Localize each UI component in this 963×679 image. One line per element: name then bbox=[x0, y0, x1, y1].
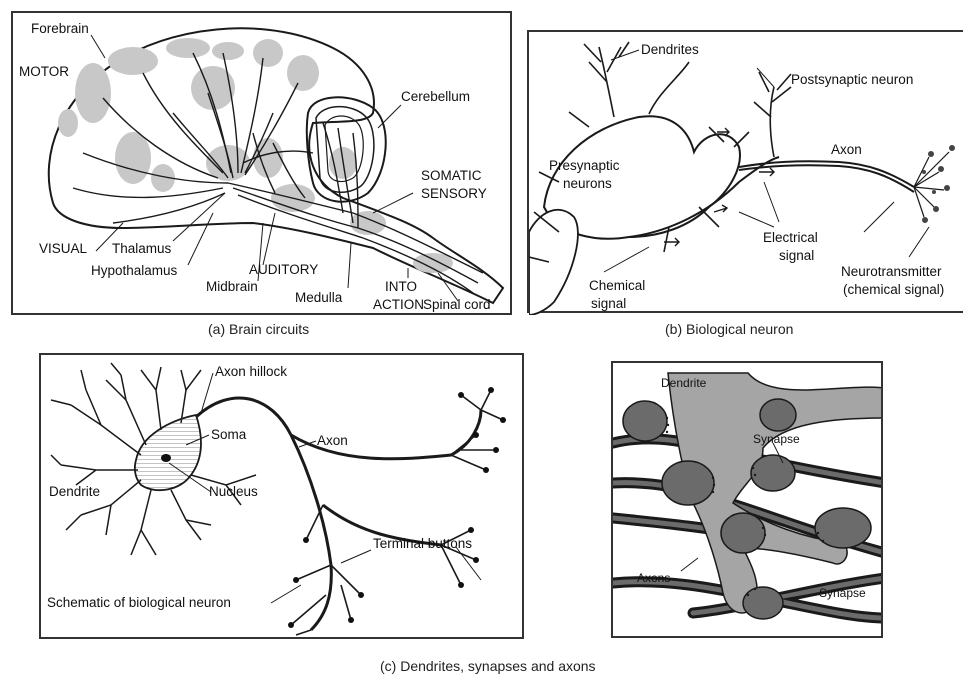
label-soma: Soma bbox=[211, 427, 247, 442]
nucleus-dot bbox=[161, 454, 171, 462]
label-electrical-signal: signal bbox=[779, 248, 814, 263]
caption-dendrites-synapses-axons: (c) Dendrites, synapses and axons bbox=[380, 658, 596, 674]
label-dendrite-d: Dendrite bbox=[661, 376, 707, 390]
label-terminal-buttons: Terminal buttons bbox=[373, 536, 472, 551]
label-thalamus: Thalamus bbox=[112, 241, 172, 256]
label-sensory: SENSORY bbox=[421, 186, 487, 201]
label-chemical-signal: signal bbox=[591, 296, 626, 311]
caption-biological-neuron: (b) Biological neuron bbox=[665, 321, 793, 337]
label-synapse-top: Synapse bbox=[753, 432, 800, 446]
synapse-diagram: Dendrite Synapse Axons Synapse bbox=[613, 363, 883, 638]
schematic-neuron-diagram: Axon hillock Soma Axon Dendrite Nucleus … bbox=[41, 355, 526, 641]
label-neurotransmitter: Neurotransmitter bbox=[841, 264, 942, 279]
label-midbrain: Midbrain bbox=[206, 279, 258, 294]
label-auditory: AUDITORY bbox=[249, 262, 318, 277]
label-dendrites: Dendrites bbox=[641, 42, 699, 57]
soma-shape bbox=[135, 415, 201, 490]
panel-biological-neuron: Dendrites Postsynaptic neuron Presynapti… bbox=[527, 30, 963, 313]
label-medulla: Medulla bbox=[295, 290, 343, 305]
label-synapse-bottom: Synapse bbox=[819, 586, 866, 600]
caption-brain-circuits: (a) Brain circuits bbox=[208, 321, 309, 337]
axon-terminals bbox=[914, 152, 949, 217]
label-somatic: SOMATIC bbox=[421, 168, 482, 183]
label-nucleus: Nucleus bbox=[209, 484, 258, 499]
label-chemical: Chemical bbox=[589, 278, 645, 293]
terminal-button-dots bbox=[288, 387, 506, 628]
label-spinal-cord: Spinal cord bbox=[423, 297, 491, 312]
activation-blobs bbox=[58, 38, 453, 273]
brain-diagram: Forebrain MOTOR Cerebellum SOMATIC SENSO… bbox=[13, 13, 514, 317]
label-dendrite-c: Dendrite bbox=[49, 484, 100, 499]
panel-brain-circuits: Forebrain MOTOR Cerebellum SOMATIC SENSO… bbox=[11, 11, 512, 315]
label-axon: Axon bbox=[831, 142, 862, 157]
label-into: INTO bbox=[385, 279, 417, 294]
label-axon-hillock: Axon hillock bbox=[215, 364, 287, 379]
axon-branches bbox=[291, 390, 503, 635]
neurotransmitter-dots bbox=[922, 145, 955, 223]
label-postsynaptic: Postsynaptic neuron bbox=[791, 72, 913, 87]
label-chemical-signal-nt: (chemical signal) bbox=[843, 282, 944, 297]
panel-synapses: Dendrite Synapse Axons Synapse bbox=[611, 361, 883, 638]
label-electrical: Electrical bbox=[763, 230, 818, 245]
label-axon-c: Axon bbox=[317, 433, 348, 448]
label-neurons: neurons bbox=[563, 176, 612, 191]
neuron-diagram: Dendrites Postsynaptic neuron Presynapti… bbox=[529, 32, 963, 315]
label-axons: Axons bbox=[637, 571, 670, 585]
label-cerebellum: Cerebellum bbox=[401, 89, 470, 104]
label-schematic: Schematic of biological neuron bbox=[47, 595, 231, 610]
label-action: ACTION bbox=[373, 297, 424, 312]
panel-schematic-neuron: Axon hillock Soma Axon Dendrite Nucleus … bbox=[39, 353, 524, 639]
label-hypothalamus: Hypothalamus bbox=[91, 263, 178, 278]
label-forebrain: Forebrain bbox=[31, 21, 89, 36]
label-presynaptic: Presynaptic bbox=[549, 158, 620, 173]
label-visual: VISUAL bbox=[39, 241, 88, 256]
label-motor: MOTOR bbox=[19, 64, 69, 79]
